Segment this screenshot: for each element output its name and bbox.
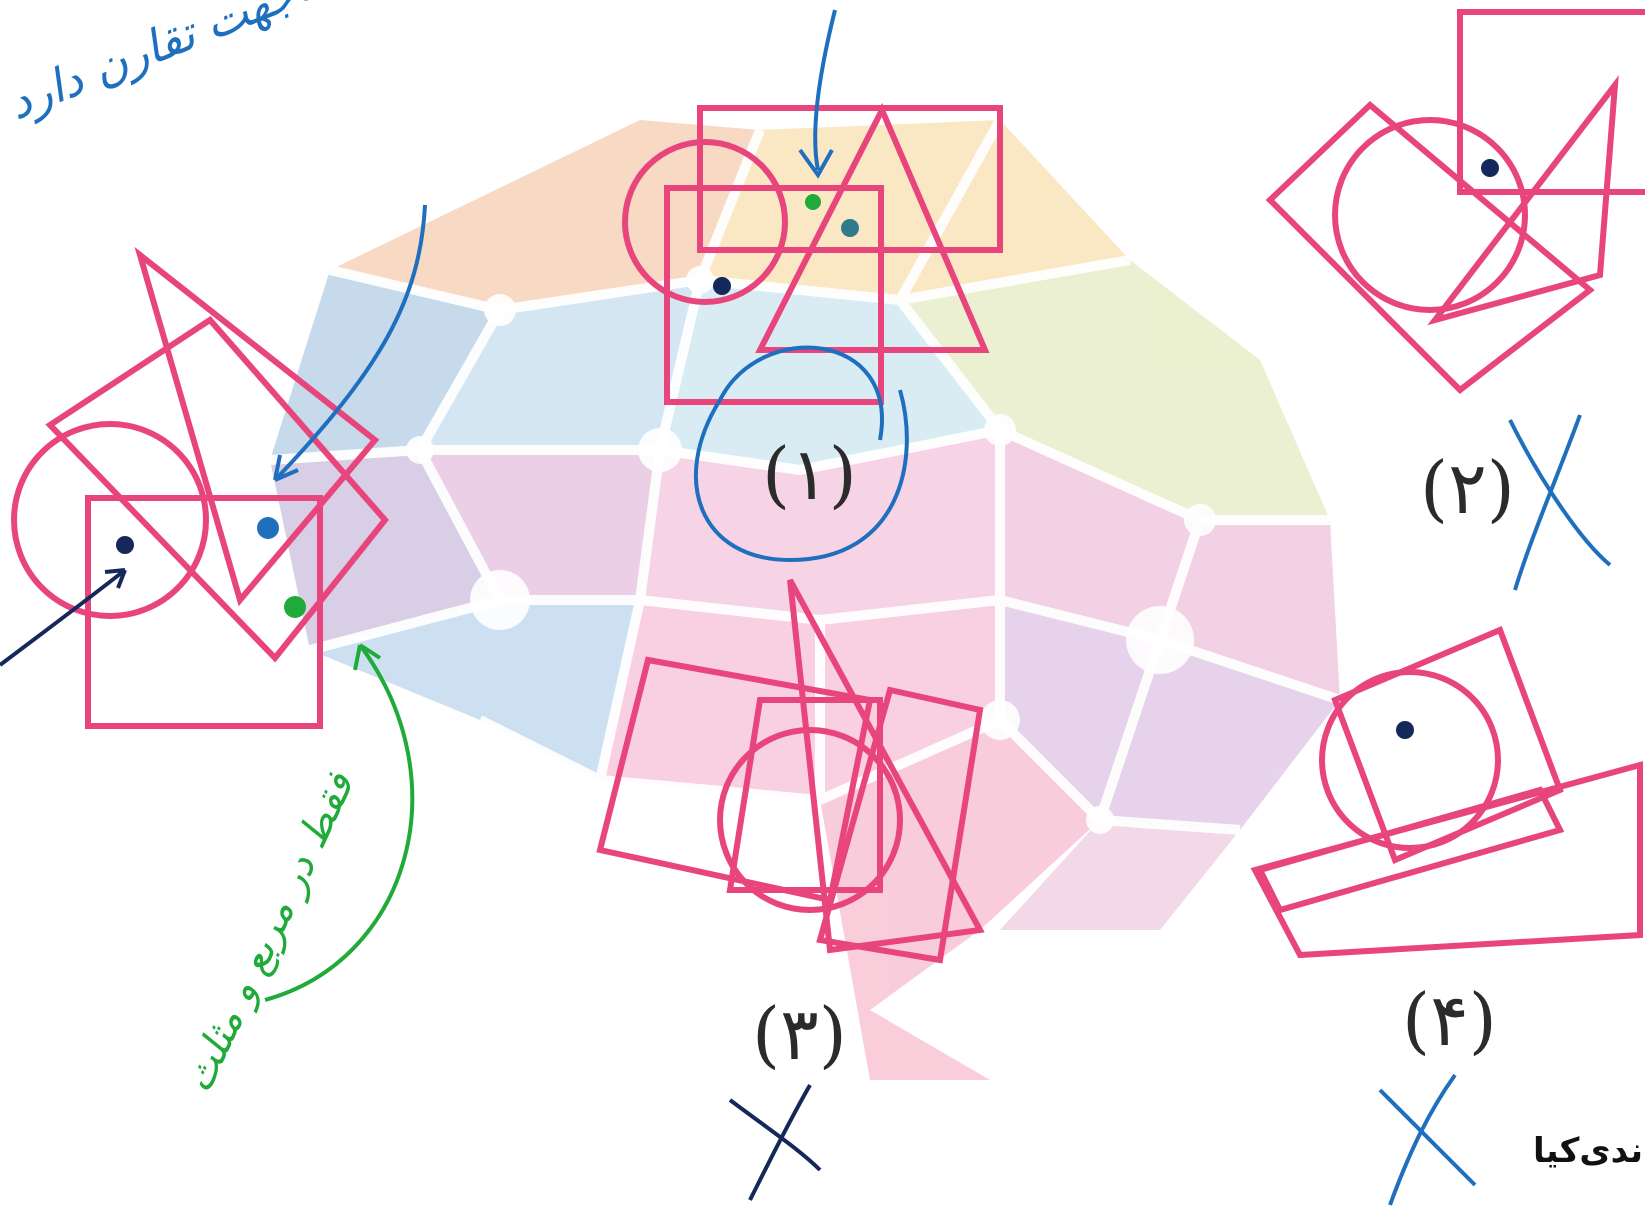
option-3-label[interactable]: (۳) xyxy=(752,992,847,1076)
option-4-mark xyxy=(1396,721,1414,739)
option-2-figure xyxy=(1270,12,1645,390)
option-1-label[interactable]: (۱) xyxy=(762,432,857,516)
watermark-logo: ندی‌کیا xyxy=(1533,1131,1643,1171)
option-3-cross xyxy=(730,1085,820,1200)
mark-blue xyxy=(257,517,279,539)
option-4-cross xyxy=(1380,1075,1475,1205)
option-2-mark xyxy=(1481,159,1499,177)
reference-circle xyxy=(14,424,206,616)
mark-navy xyxy=(116,536,134,554)
option-2-label[interactable]: (۲) xyxy=(1420,446,1515,530)
mark-green xyxy=(284,596,306,618)
reference-marks xyxy=(116,517,306,618)
option-4-label[interactable]: (۴) xyxy=(1402,978,1497,1062)
option-2-cross xyxy=(1510,415,1610,590)
